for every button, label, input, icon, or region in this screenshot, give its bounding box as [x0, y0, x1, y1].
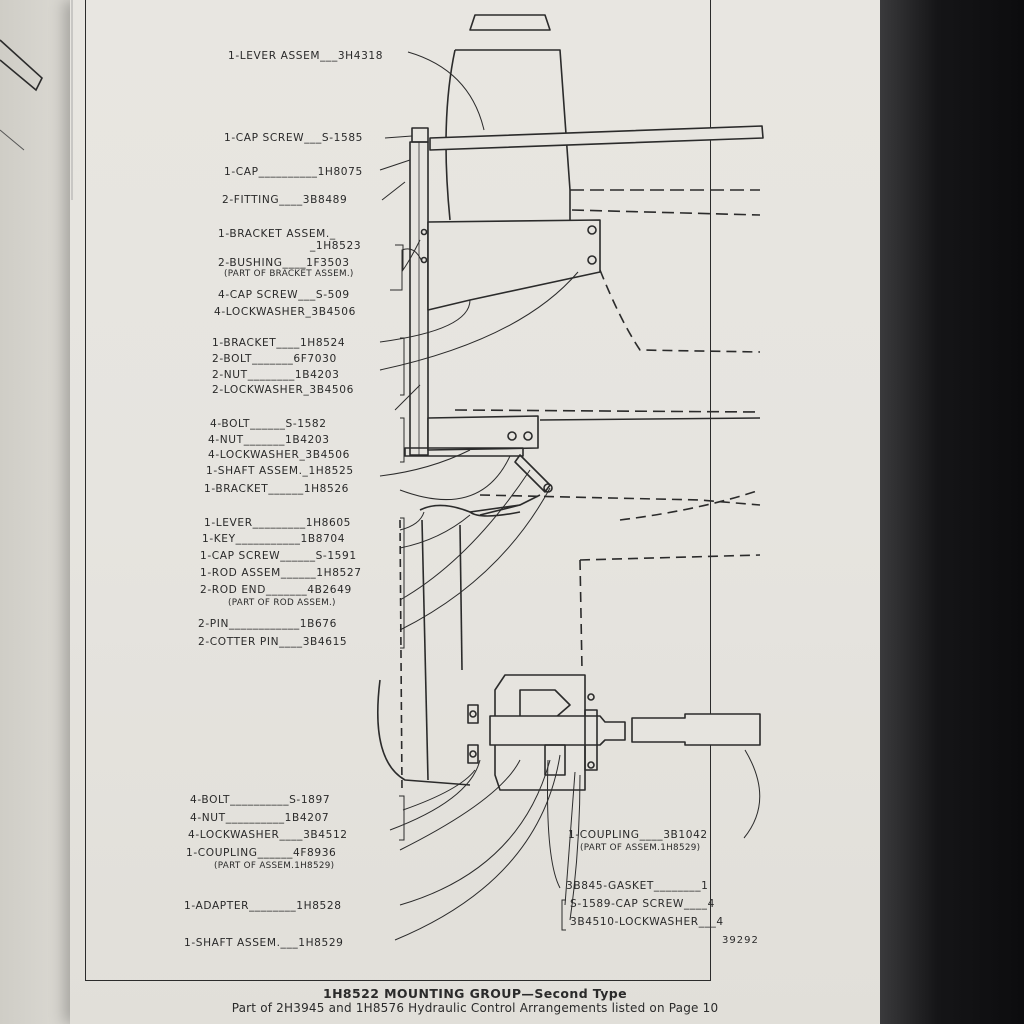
caption-title: 1H8522 MOUNTING GROUP—Second Type — [322, 986, 628, 1001]
figure-number: 39292 — [722, 935, 759, 946]
right-page — [70, 0, 892, 1024]
label-bushing-note: (PART OF BRACKET ASSEM.) — [224, 269, 354, 279]
label-rod-end-note: (PART OF ROD ASSEM.) — [228, 598, 336, 608]
label-lockwasher-3: 4-LOCKWASHER_3B4506 — [208, 449, 350, 461]
label-lockwasher-3b4510: 3B4510-LOCKWASHER___4 — [570, 916, 724, 928]
label-shaft-assem-1h8525: 1-SHAFT ASSEM._1H8525 — [206, 465, 354, 477]
drive-shaft — [489, 715, 626, 746]
lower-bracket — [427, 415, 539, 451]
left-page-marks — [0, 0, 73, 200]
label-lockwasher-4: 4-LOCKWASHER_3B4506 — [214, 306, 356, 318]
label-cap-screw-s509: 4-CAP SCREW___S-509 — [218, 289, 350, 301]
label-rod-end: 2-ROD END_______4B2649 — [200, 584, 352, 596]
label-bracket-assem-number: _1H8523 — [310, 240, 362, 252]
caption-subtitle: Part of 2H3945 and 1H8576 Hydraulic Cont… — [231, 1001, 719, 1015]
lever-arm — [429, 125, 764, 151]
label-fitting: 2-FITTING____3B8489 — [222, 194, 348, 206]
label-coupling-4f8936-note: (PART OF ASSEM.1H8529) — [214, 861, 335, 871]
leader-lines — [379, 51, 761, 941]
label-nut-1b4203: 2-NUT________1B4203 — [212, 369, 340, 381]
control-rod — [514, 454, 551, 493]
label-key: 1-KEY___________1B8704 — [202, 533, 346, 545]
label-adapter: 1-ADAPTER________1H8528 — [184, 900, 342, 912]
label-coupling-3b1042-note: (PART OF ASSEM.1H8529) — [580, 843, 701, 853]
label-lever-assem: 1-LEVER ASSEM___3H4318 — [228, 50, 384, 62]
upper-bracket — [427, 219, 601, 311]
label-nut-4: 4-NUT_______1B4203 — [208, 434, 330, 446]
label-lockwasher-2: 2-LOCKWASHER_3B4506 — [212, 384, 354, 396]
label-bolt-6f7030: 2-BOLT_______6F7030 — [212, 353, 337, 365]
label-bracket-assem: 1-BRACKET ASSEM._ — [218, 228, 336, 240]
label-pin: 2-PIN____________1B676 — [198, 618, 337, 630]
tank-outline — [469, 14, 551, 31]
label-coupling-3b1042: 1-COUPLING____3B1042 — [568, 829, 708, 841]
label-shaft-assem-1h8529: 1-SHAFT ASSEM.___1H8529 — [184, 937, 344, 949]
label-bracket-1h8526: 1-BRACKET______1H8526 — [204, 483, 350, 495]
label-coupling-4f8936: 1-COUPLING______4F8936 — [186, 847, 337, 859]
label-bracket-1h8524: 1-BRACKET____1H8524 — [212, 337, 346, 349]
label-gasket: 3B845-GASKET________1 — [566, 880, 709, 892]
diagram-frame — [85, 0, 711, 981]
label-cap-1h8075: 1-CAP__________1H8075 — [224, 166, 363, 178]
label-cap-screw-s1589: S-1589-CAP SCREW____4 — [570, 898, 715, 910]
label-rod-assem: 1-ROD ASSEM______1H8527 — [200, 567, 362, 579]
label-bolt-s1897: 4-BOLT__________S-1897 — [190, 794, 331, 806]
label-bolt-s1582: 4-BOLT______S-1582 — [210, 418, 327, 430]
label-bushing: 2-BUSHING____1F3503 — [218, 257, 350, 269]
label-cap-screw-s1591: 1-CAP SCREW______S-1591 — [200, 550, 357, 562]
right-coupling — [631, 713, 761, 746]
label-nut-1b4207: 4-NUT__________1B4207 — [190, 812, 330, 824]
label-cap-screw-s1585: 1-CAP SCREW___S-1585 — [224, 132, 364, 144]
book-edge-shadow — [880, 0, 1024, 1024]
label-lockwasher-3b4512: 4-LOCKWASHER____3B4512 — [188, 829, 348, 841]
label-lever-1h8605: 1-LEVER_________1H8605 — [204, 517, 351, 529]
label-cotter-pin: 2-COTTER PIN____3B4615 — [198, 636, 348, 648]
